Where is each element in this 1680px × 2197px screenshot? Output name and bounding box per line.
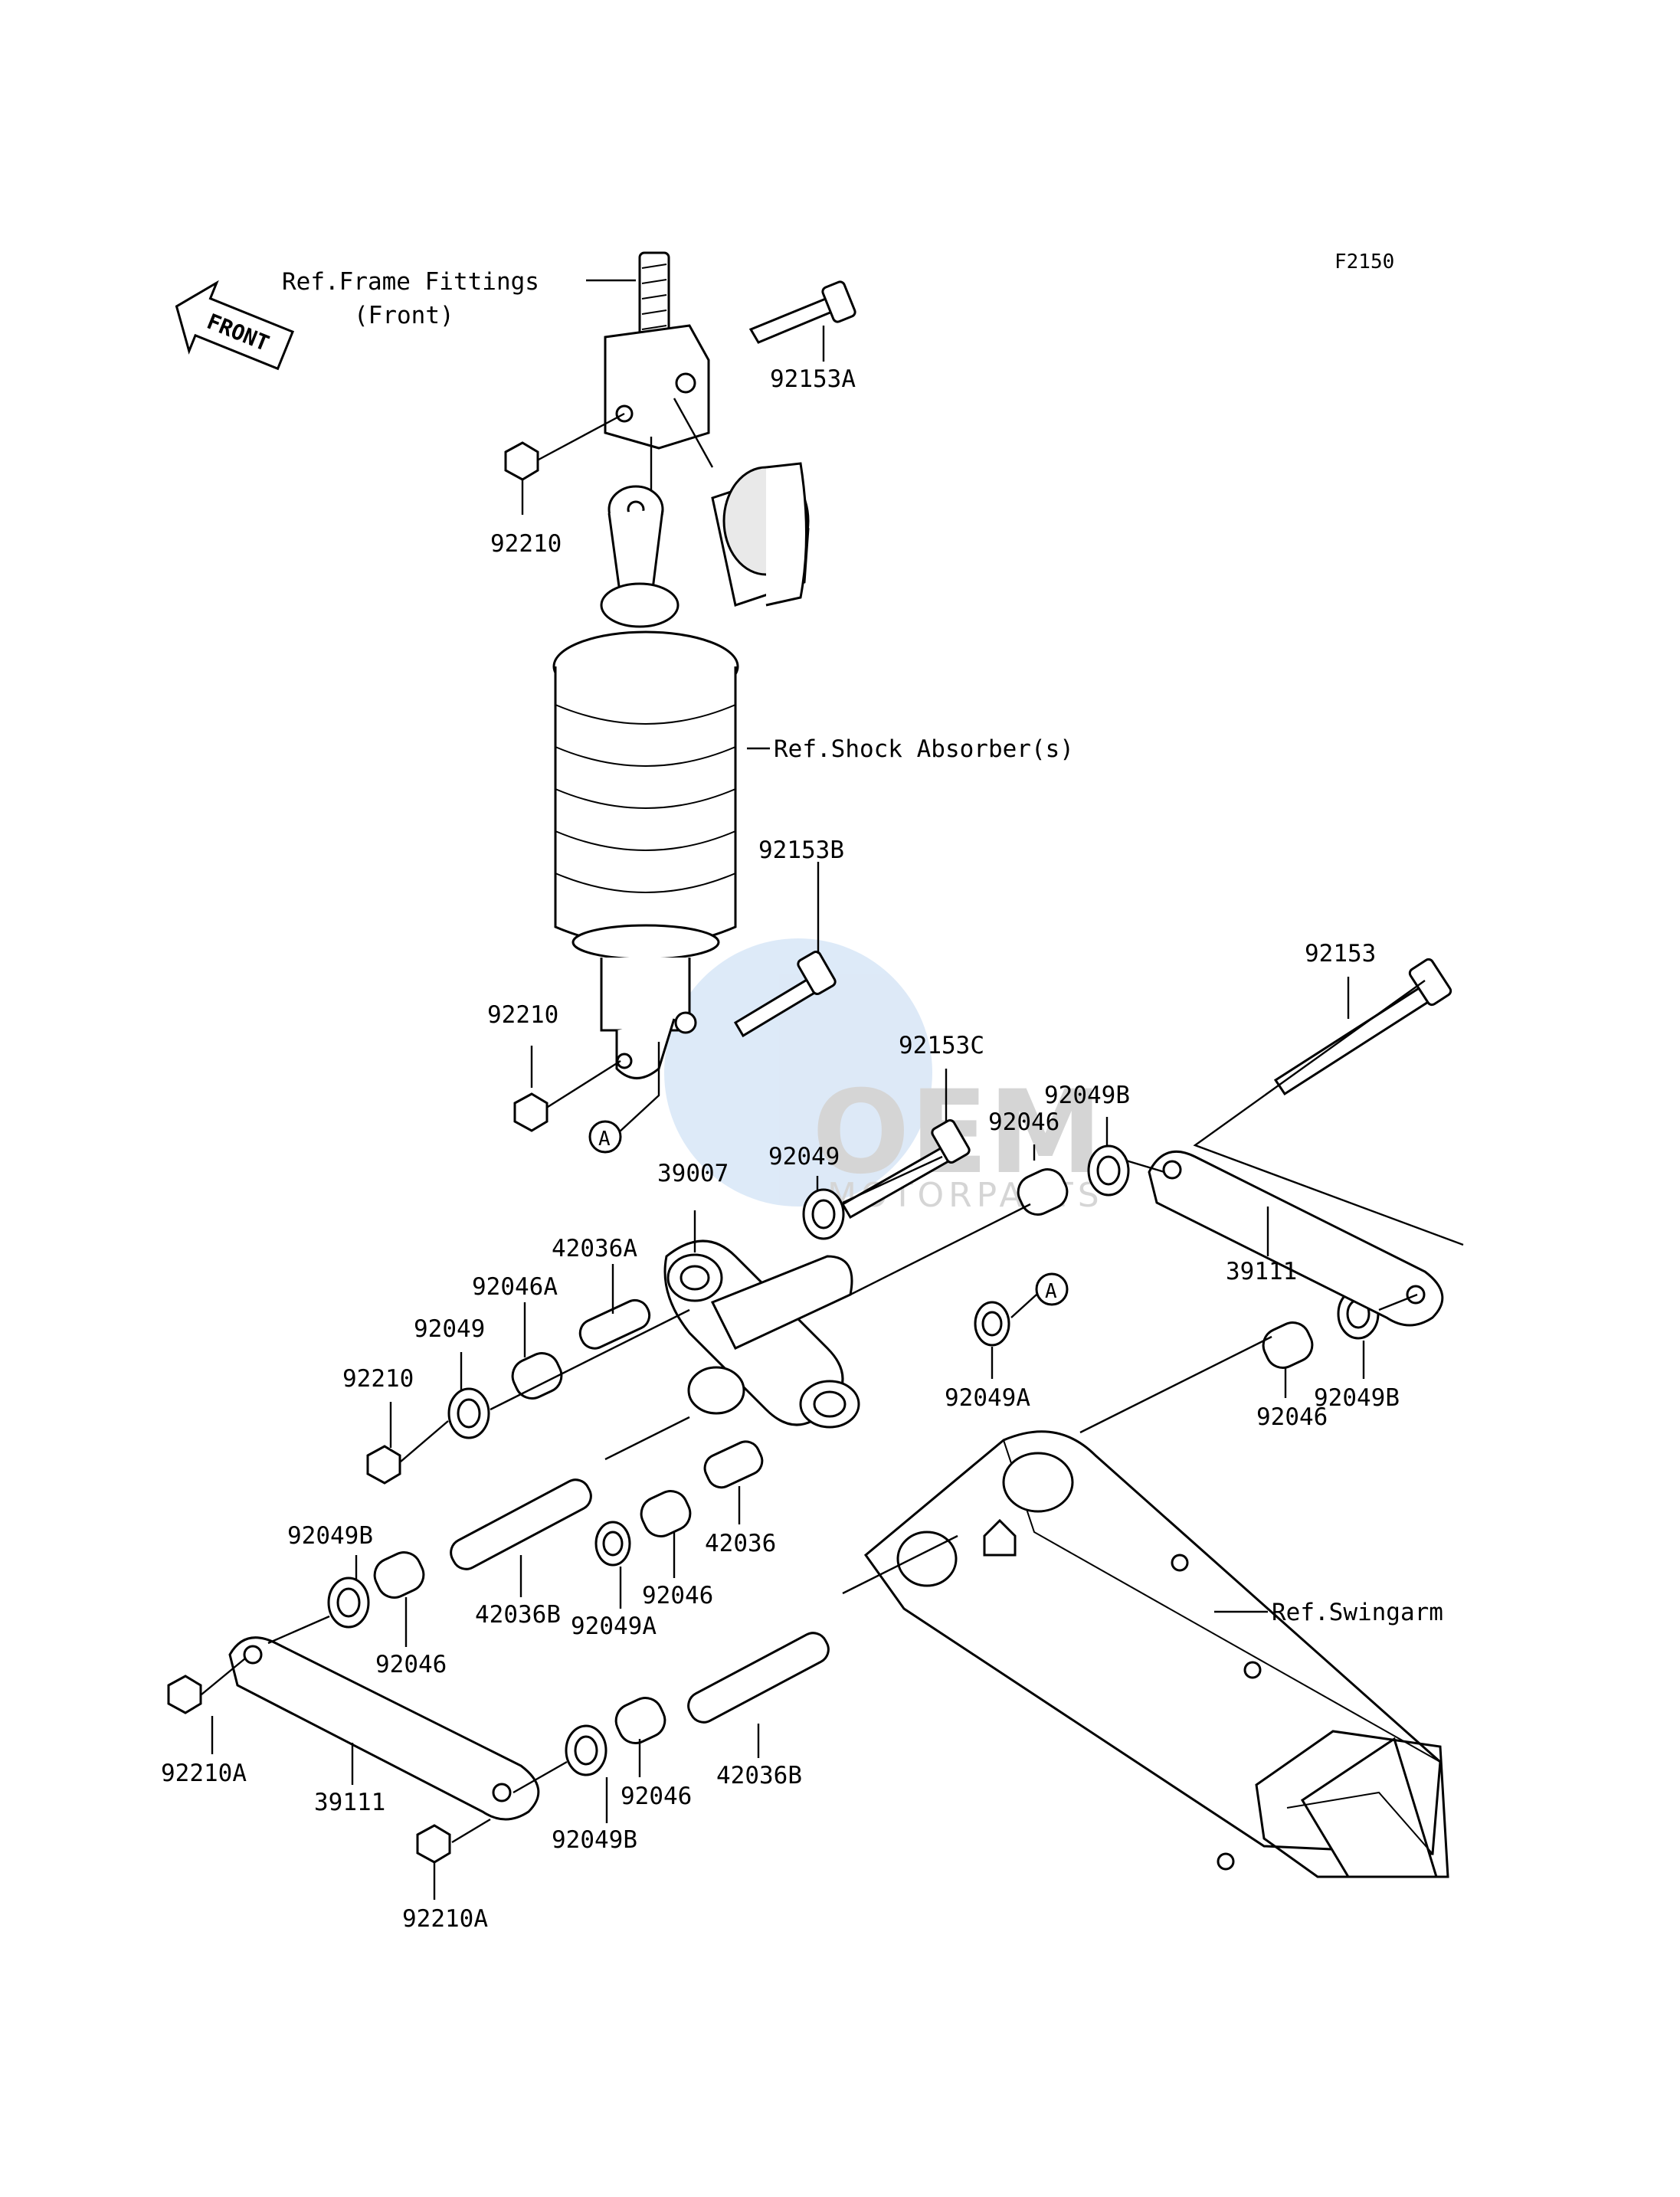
collar-42036B-lower (687, 1632, 830, 1724)
bearing-92046-middle (640, 1490, 692, 1537)
nut-92210-middle (513, 1092, 549, 1132)
frame-fitting-bracket (604, 251, 710, 450)
callout-39111-left: 39111 (314, 1789, 385, 1816)
ref-shock-absorber: Ref.Shock Absorber(s) (774, 735, 1074, 763)
bolt-92153B (733, 951, 837, 1038)
callout-92153A: 92153A (770, 365, 856, 393)
bearing-92046-upper (1017, 1168, 1069, 1216)
swingarm (863, 1430, 1449, 1878)
callout-92046-c: 92046 (642, 1582, 713, 1609)
seal-92049-left (447, 1387, 490, 1439)
nut-92210A-bottom (416, 1824, 451, 1864)
collar-42036 (703, 1440, 764, 1489)
callout-92046A: 92046A (472, 1273, 558, 1301)
bearing-92046A (511, 1352, 563, 1400)
callout-92210-lower: 92210 (342, 1365, 414, 1393)
bolt-92153A (748, 280, 856, 344)
callout-42036A: 42036A (552, 1235, 637, 1262)
callout-92049A-a: 92049A (945, 1384, 1030, 1412)
seal-92049B-lower (565, 1724, 607, 1776)
seal-92049A-upper (974, 1301, 1010, 1347)
marker-a-rocker: A (1035, 1272, 1069, 1306)
callout-42036B-b: 42036B (716, 1762, 802, 1789)
callout-92049B-b: 92049B (1314, 1384, 1400, 1412)
callout-42036: 42036 (705, 1530, 776, 1557)
callout-39007: 39007 (657, 1160, 729, 1187)
callout-92153: 92153 (1305, 940, 1376, 968)
callout-39111-right: 39111 (1226, 1258, 1297, 1285)
front-arrow-icon: FRONT (175, 280, 295, 371)
callout-92049-b: 92049 (414, 1315, 485, 1343)
rocker-arm-39007 (663, 1239, 860, 1429)
bearing-92046-lower (614, 1697, 666, 1744)
leader-lines (201, 279, 1464, 1900)
watermark-globe (664, 938, 932, 1207)
bearing-92046-right (1262, 1321, 1314, 1369)
seal-92049A-lower (594, 1521, 631, 1567)
bolt-92153 (1273, 958, 1452, 1096)
ref-frame-fittings: Ref.Frame Fittings (282, 268, 539, 296)
diagram-code: F2150 (1335, 250, 1394, 273)
callout-92049A-b: 92049A (571, 1613, 657, 1640)
seal-92049B-upper (1087, 1144, 1130, 1197)
marker-a-rocker-label: A (1045, 1280, 1057, 1303)
callout-92049B-d: 92049B (552, 1826, 637, 1854)
callout-92153B: 92153B (758, 837, 844, 864)
callout-92049B-a: 92049B (1044, 1082, 1130, 1109)
callout-92046-e: 92046 (621, 1783, 692, 1810)
seal-92049B-left (327, 1577, 370, 1629)
ref-frame-fittings-front: (Front) (354, 302, 454, 329)
marker-a-shock: A (588, 1120, 622, 1154)
tie-rod-39111-left (228, 1636, 540, 1821)
callout-92046-b: 92046 (1256, 1403, 1328, 1431)
callout-92210-top: 92210 (490, 530, 562, 558)
tie-rod-39111-right (1148, 1150, 1444, 1327)
callout-92049B-c: 92049B (287, 1522, 373, 1550)
nut-92210-lower (366, 1445, 401, 1485)
seal-92049-upper (802, 1188, 845, 1240)
callout-92049-a: 92049 (768, 1143, 840, 1171)
callout-92210A-b: 92210A (402, 1905, 488, 1933)
ref-swingarm: Ref.Swingarm (1272, 1599, 1443, 1626)
callout-42036B-a: 42036B (475, 1601, 561, 1629)
nut-92210-top (504, 441, 539, 481)
callout-92046-a: 92046 (988, 1108, 1059, 1136)
callout-92046-d: 92046 (375, 1651, 447, 1678)
bearing-92046-left (373, 1551, 425, 1599)
collar-42036B-left (450, 1478, 592, 1570)
collar-42036A (578, 1298, 651, 1350)
callout-92210A-a: 92210A (161, 1760, 247, 1787)
nut-92210A-left (167, 1675, 202, 1714)
callout-92153C: 92153C (899, 1032, 984, 1059)
callout-92210-middle: 92210 (487, 1001, 558, 1029)
shock-absorber (552, 462, 810, 1079)
marker-a-shock-label: A (598, 1128, 611, 1151)
